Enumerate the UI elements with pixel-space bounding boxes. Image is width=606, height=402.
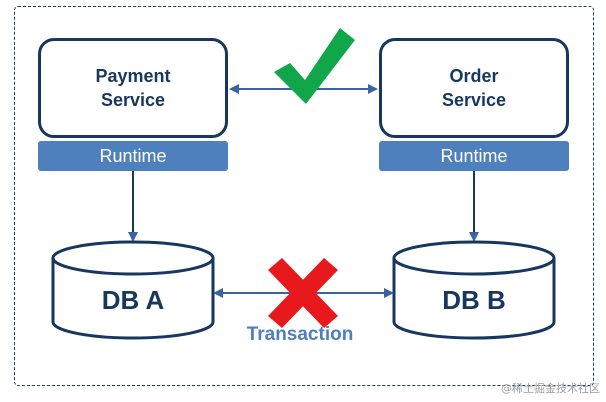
check-icon [274, 28, 355, 104]
transaction-label: Transaction [246, 324, 354, 345]
order-runtime-bar: Runtime [379, 141, 569, 171]
db-b-label: DB B [442, 285, 506, 315]
order-service-box: Order Service [379, 38, 569, 138]
db-a-cylinder [51, 240, 215, 340]
payment-service-label: Payment Service [95, 66, 171, 110]
cross-icon [268, 258, 338, 328]
payment-runtime-bar: Runtime [38, 141, 228, 171]
watermark: @稀土掘金技术社区 [501, 382, 600, 395]
diagram-frame [14, 6, 594, 386]
order-service-label: Order Service [441, 66, 507, 110]
payment-runtime-label: Runtime [99, 146, 167, 166]
db-b-cylinder [392, 240, 556, 340]
payment-service-box: Payment Service [38, 38, 228, 138]
db-a-label: DB A [101, 285, 165, 315]
order-runtime-label: Runtime [440, 146, 508, 166]
